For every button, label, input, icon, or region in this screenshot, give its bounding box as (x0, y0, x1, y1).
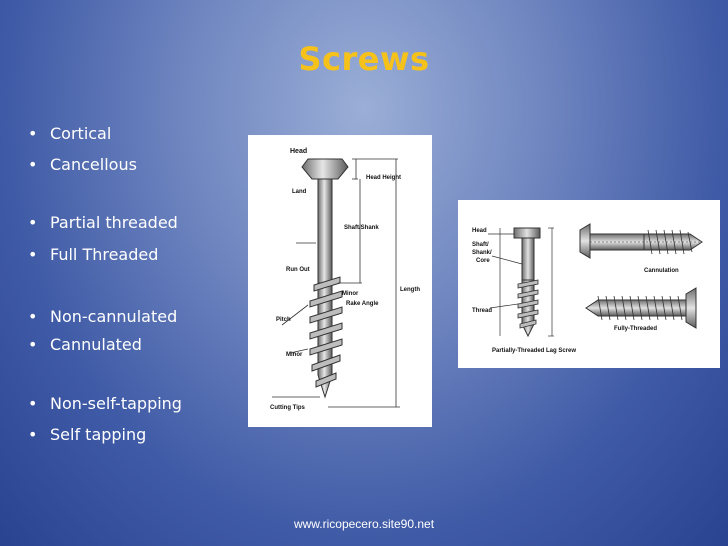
screw-types-illustration: Head Shaft/ Shank/ Core Thread Partially… (472, 223, 703, 354)
label-shaft-line1: Shaft/ (472, 242, 489, 248)
screw-anatomy-illustration: Head Land Head Height Shaft/Shank Run Ou… (270, 148, 420, 411)
label-caption: Partially-Threaded Lag Screw (492, 348, 576, 354)
label-shaft-shank: Shaft/Shank (344, 225, 379, 231)
bullet-item: •Self tapping (28, 425, 147, 444)
screw-anatomy-diagram: Head Land Head Height Shaft/Shank Run Ou… (248, 135, 432, 427)
bullet-item: •Cortical (28, 124, 112, 143)
label-thread: Thread (472, 308, 492, 314)
label-shaft-line3: Core (476, 258, 490, 264)
footer-url: www.ricopecero.site90.net (293, 517, 435, 531)
bullet-item: •Non-self-tapping (28, 394, 182, 413)
label-cannulation: Cannulation (644, 268, 679, 274)
label-minor-2: Minor (286, 352, 303, 358)
label-length: Length (400, 287, 420, 293)
label-fully-threaded: Fully-Threaded (614, 326, 657, 332)
label-pitch: Pitch (276, 317, 291, 323)
label-head-height: Head Height (366, 175, 401, 181)
label-rake-angle: Rake Angle (346, 301, 379, 307)
label-cutting-tips: Cutting Tips (270, 405, 306, 411)
bullet-item: •Cancellous (28, 155, 137, 174)
label-head: Head (290, 148, 307, 155)
slide-title: Screws (298, 40, 430, 78)
label-head: Head (472, 228, 487, 234)
label-minor: Minor (342, 291, 359, 297)
bullet-item: •Cannulated (28, 335, 142, 354)
label-shaft-line2: Shank/ (472, 250, 492, 256)
label-land: Land (292, 189, 307, 195)
bullet-item: •Non-cannulated (28, 307, 178, 326)
screw-types-diagram: Head Shaft/ Shank/ Core Thread Partially… (458, 200, 720, 368)
bullet-item: •Partial threaded (28, 213, 178, 232)
label-run-out: Run Out (286, 267, 310, 273)
bullet-item: •Full Threaded (28, 245, 159, 264)
